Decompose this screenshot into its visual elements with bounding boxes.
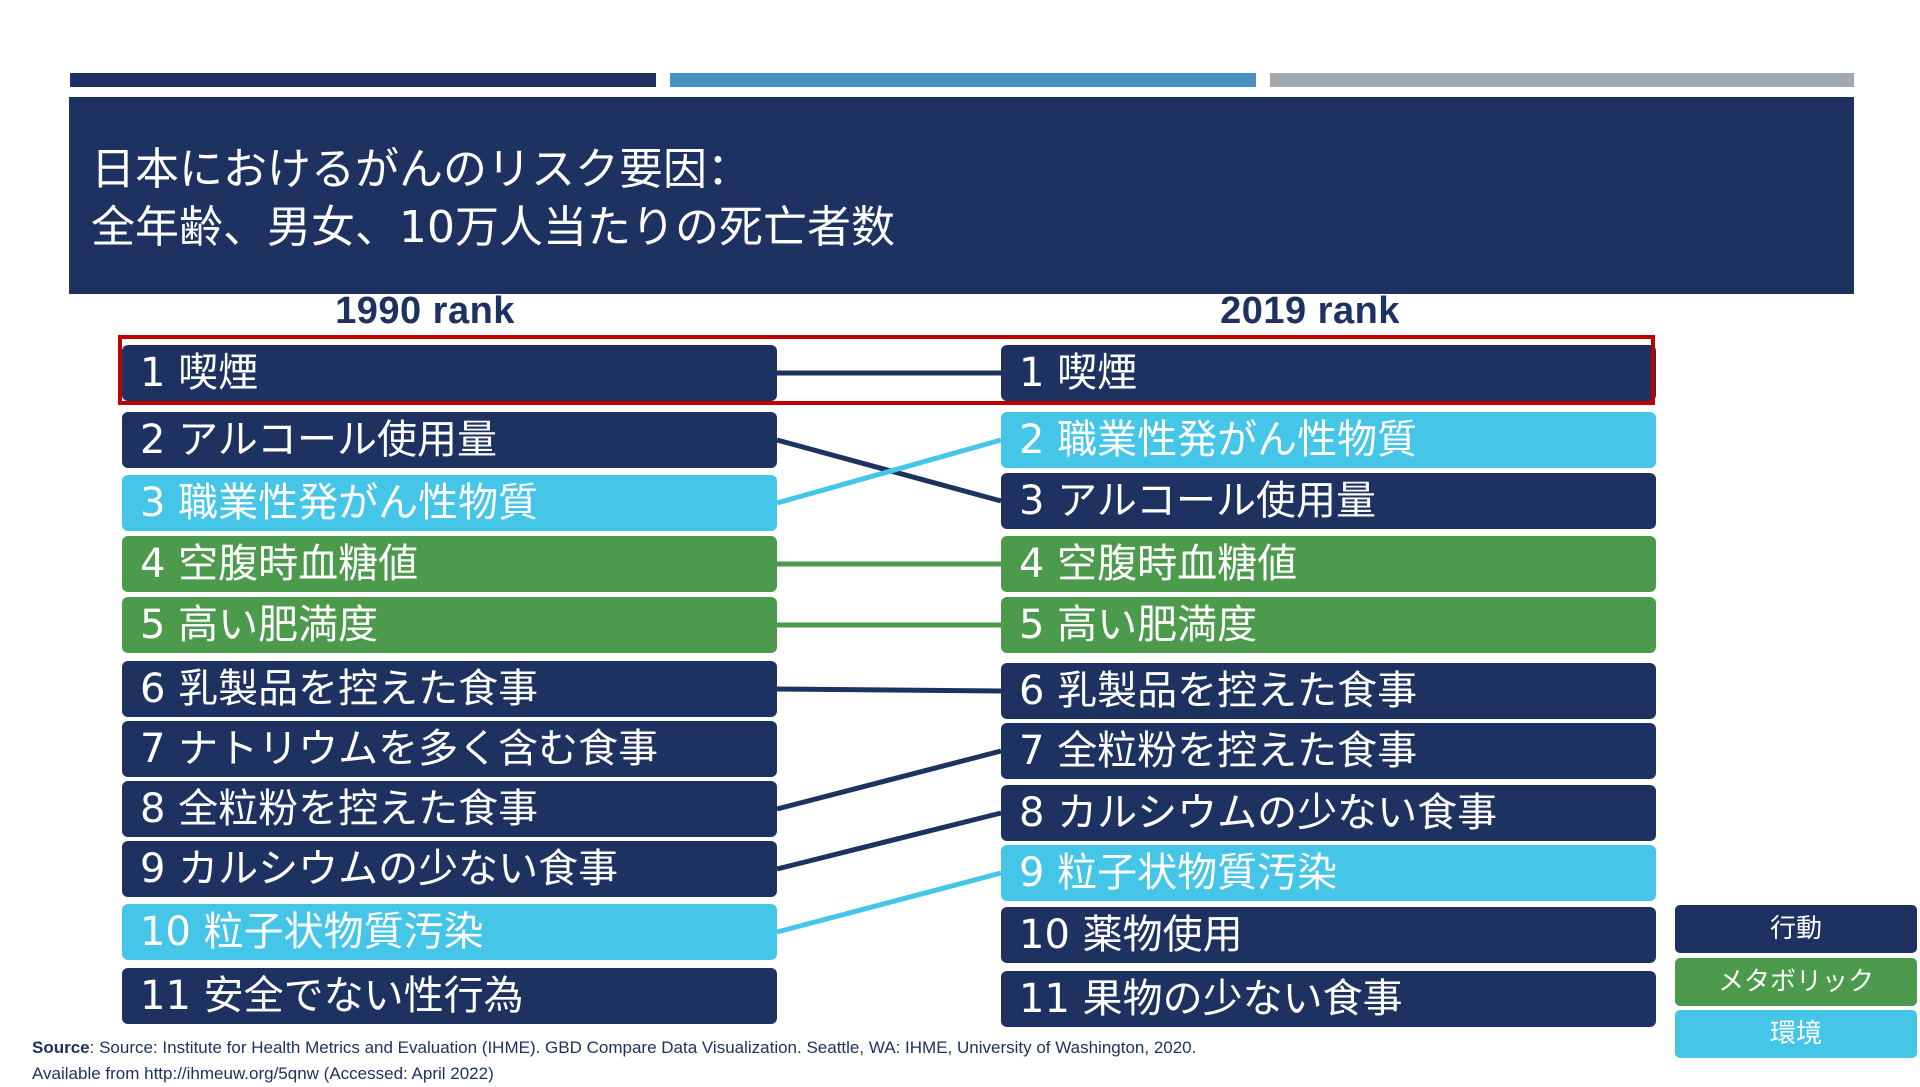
legend-behavior: 行動	[1675, 905, 1917, 953]
left-rank-7: 7 ナトリウムを多く含む食事	[122, 721, 777, 777]
right-rank-11: 11 果物の少ない食事	[1001, 971, 1656, 1027]
connector-8-to-7	[776, 748, 1002, 812]
connector-3-to-2	[776, 437, 1002, 506]
right-rank-4: 4 空腹時血糖値	[1001, 536, 1656, 592]
source-url-line: Available from http://ihmeuw.org/5qnw (A…	[32, 1064, 494, 1083]
left-rank-10: 10 粒子状物質汚染	[122, 904, 777, 960]
connector-9-to-8	[776, 810, 1002, 872]
left-rank-5: 5 高い肥満度	[122, 597, 777, 653]
title-line-2: 全年齢、男女、10万人当たりの死亡者数	[91, 202, 895, 253]
accent-bar-light	[1270, 73, 1854, 87]
right-rank-1: 1 喫煙	[1001, 345, 1656, 401]
accent-bar-mid	[670, 73, 1256, 87]
connector-6-to-6	[776, 686, 1002, 694]
right-rank-2: 2 職業性発がん性物質	[1001, 412, 1656, 468]
source-citation: Source: Source: Institute for Health Met…	[32, 1035, 1196, 1087]
source-text: : Source: Institute for Health Metrics a…	[89, 1038, 1197, 1057]
connector-10-to-9	[776, 870, 1002, 935]
title-panel: 日本におけるがんのリスク要因： 全年齢、男女、10万人当たりの死亡者数	[69, 97, 1854, 294]
top-rank-highlight	[118, 335, 1655, 405]
left-rank-2: 2 アルコール使用量	[122, 412, 777, 468]
right-rank-9: 9 粒子状物質汚染	[1001, 845, 1656, 901]
right-rank-10: 10 薬物使用	[1001, 907, 1656, 963]
left-rank-3: 3 職業性発がん性物質	[122, 475, 777, 531]
right-rank-5: 5 高い肥満度	[1001, 597, 1656, 653]
header-2019: 2019 rank	[1220, 290, 1400, 332]
legend-metabolic: メタボリック	[1675, 958, 1917, 1006]
right-rank-7: 7 全粒粉を控えた食事	[1001, 723, 1656, 779]
right-rank-8: 8 カルシウムの少ない食事	[1001, 785, 1656, 841]
source-prefix: Source	[32, 1038, 90, 1057]
left-rank-8: 8 全粒粉を控えた食事	[122, 781, 777, 837]
left-rank-1: 1 喫煙	[122, 345, 777, 401]
left-rank-9: 9 カルシウムの少ない食事	[122, 841, 777, 897]
title-line-1: 日本におけるがんのリスク要因：	[91, 144, 751, 195]
right-rank-3: 3 アルコール使用量	[1001, 473, 1656, 529]
legend-environmental: 環境	[1675, 1010, 1917, 1058]
left-rank-4: 4 空腹時血糖値	[122, 536, 777, 592]
left-rank-6: 6 乳製品を控えた食事	[122, 661, 777, 717]
header-1990: 1990 rank	[335, 290, 515, 332]
left-rank-11: 11 安全でない性行為	[122, 968, 777, 1024]
accent-bar-dark	[70, 73, 656, 87]
right-rank-6: 6 乳製品を控えた食事	[1001, 663, 1656, 719]
